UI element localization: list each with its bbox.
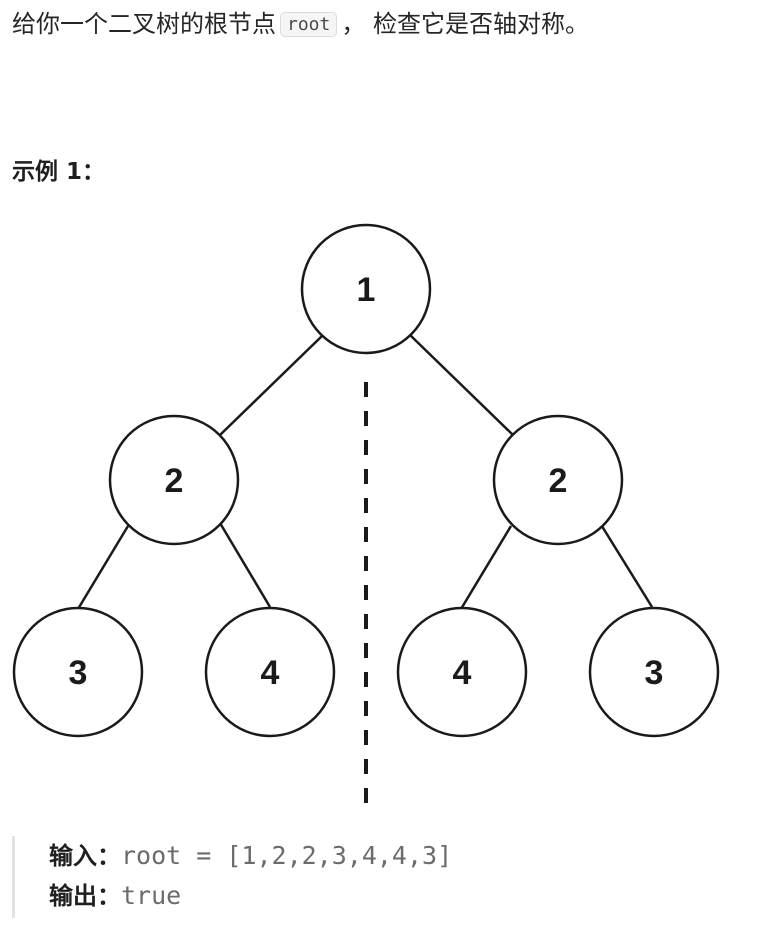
tree-node-label-right-child: 2 <box>549 462 568 500</box>
tree-node-left-child <box>108 414 240 546</box>
input-value: root = [1,2,2,3,4,4,3] <box>121 841 453 870</box>
tree-node-label-left-right: 4 <box>261 654 280 692</box>
tree-node-label-right-right: 3 <box>645 654 664 692</box>
example-heading: 示例 1： <box>12 159 106 185</box>
tree-node-root <box>300 223 432 355</box>
edge-1-2-right <box>409 334 515 437</box>
tree-node-right-left <box>396 606 528 738</box>
tree-node-label-left-child: 2 <box>165 462 184 500</box>
tree-node-left-right <box>204 606 336 738</box>
edge-2-4-right <box>459 525 513 610</box>
tree-node-label-root: 1 <box>357 271 376 309</box>
example-io-block: 输入：root = [1,2,2,3,4,4,3] 输出：true <box>12 836 452 918</box>
edge-1-2-left <box>219 335 323 436</box>
tree-node-label-right-left: 4 <box>453 654 472 692</box>
intro-text-after: ， 检查它是否轴对称。 <box>341 10 589 38</box>
edge-2-4-left <box>218 522 272 608</box>
input-label: 输入： <box>49 842 121 870</box>
example-input-line: 输入：root = [1,2,2,3,4,4,3] <box>49 836 452 876</box>
output-value: true <box>121 881 182 910</box>
tree-node-label-left-left: 3 <box>69 654 88 692</box>
tree-node-right-right <box>588 606 720 738</box>
edge-2-3-left <box>76 525 130 610</box>
inline-code-root: root <box>280 12 338 37</box>
example-output-line: 输出：true <box>49 876 452 916</box>
tree-node-left-left <box>12 606 144 738</box>
edge-2-3-right <box>598 522 654 608</box>
intro-text-before: 给你一个二叉树的根节点 <box>12 10 276 38</box>
output-label: 输出： <box>49 882 121 910</box>
tree-node-right-child <box>492 414 624 546</box>
